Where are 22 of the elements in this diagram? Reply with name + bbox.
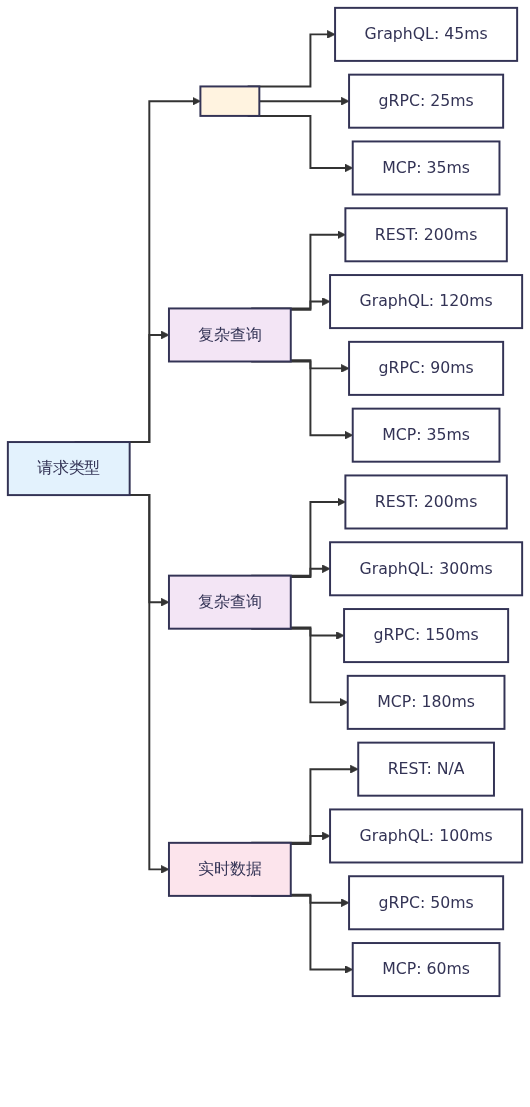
node-box: REST: 200ms [344, 474, 508, 530]
node-box: 请求类型 [6, 441, 131, 497]
arrow [289, 626, 345, 640]
node-box: MCP: 60ms [351, 942, 501, 998]
node-box [199, 85, 261, 117]
node-box: GraphQL: 45ms [334, 6, 519, 62]
node-box: MCP: 35ms [351, 407, 501, 463]
node-box: 实时数据 [168, 841, 292, 897]
node-box: MCP: 180ms [346, 674, 506, 730]
node-box: GraphQL: 100ms [329, 808, 524, 864]
node-box: GraphQL: 120ms [329, 274, 524, 330]
node-box: gRPC: 90ms [348, 340, 505, 396]
node-box: MCP: 35ms [351, 140, 501, 196]
node-box: gRPC: 25ms [348, 73, 505, 129]
node-box: 复杂查询 [168, 307, 292, 363]
node-box: REST: N/A [357, 741, 495, 797]
node-box: gRPC: 150ms [343, 608, 510, 664]
arrow [289, 359, 350, 373]
node-box: 复杂查询 [168, 574, 292, 630]
node-box: GraphQL: 300ms [329, 541, 524, 597]
node-box: gRPC: 50ms [348, 875, 505, 931]
node-box: REST: 200ms [344, 207, 508, 263]
